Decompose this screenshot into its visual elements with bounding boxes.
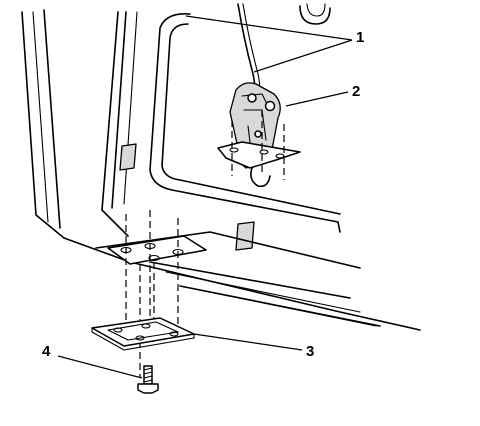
leader-1-cable (253, 39, 353, 73)
latch-alignment-lines (231, 110, 285, 180)
leader-3 (193, 333, 303, 351)
panel-slot-right (235, 221, 255, 251)
callout-label-4: 4 (42, 343, 51, 360)
latch-cable (237, 3, 261, 97)
latch-assembly (217, 82, 301, 188)
window-opening-outline (149, 12, 341, 233)
callout-leaders (57, 15, 353, 379)
plate-alignment-lines (125, 210, 179, 378)
callout-label-1: 1 (356, 29, 364, 46)
panel-slot-left (119, 143, 137, 171)
leader-2 (285, 91, 349, 107)
callout-label-3: 3 (306, 343, 314, 360)
body-panel-verticals (101, 11, 138, 237)
door-left-edge (21, 9, 65, 239)
lower-mount-plate (91, 317, 195, 351)
top-corner-feature (299, 3, 331, 25)
lower-sill-beams (63, 231, 421, 331)
callout-label-2: 2 (352, 83, 360, 100)
mounting-bolt (137, 365, 159, 394)
leader-1-top (185, 15, 353, 41)
leader-4 (57, 355, 143, 379)
